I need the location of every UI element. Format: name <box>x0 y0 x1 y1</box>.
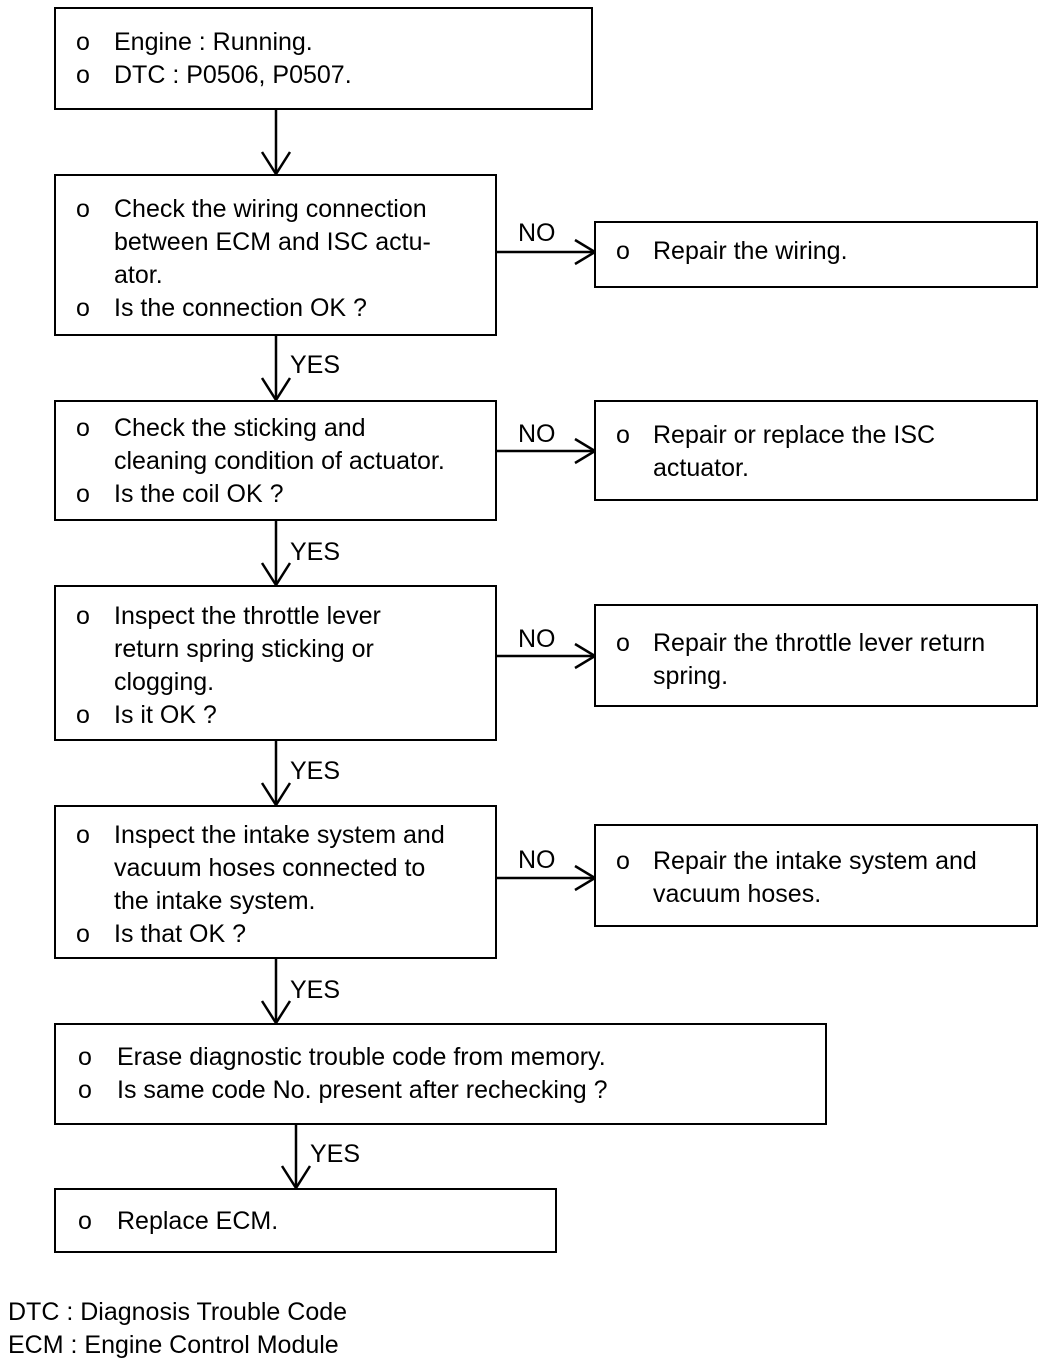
no-label: NO <box>518 219 556 247</box>
remedy-repair-wiring-box: o Repair the wiring. <box>594 221 1038 288</box>
yes-label: YES <box>290 538 341 566</box>
remedy-repair-spring-box: o Repair the throttle lever return sprin… <box>594 604 1038 707</box>
bullet-marker: o <box>76 294 90 322</box>
bullet-marker: o <box>76 920 90 948</box>
remedy-line: Repair the throttle lever return <box>653 629 986 657</box>
inspect-throttle-box: o Inspect the throttle lever return spri… <box>54 585 497 741</box>
check-wiring-line: between ECM and ISC actu- <box>114 228 431 256</box>
remedy-line: actuator. <box>653 454 749 482</box>
check-actuator-question: Is the coil OK ? <box>114 480 284 508</box>
bullet-marker: o <box>76 480 90 508</box>
check-actuator-line: Check the sticking and <box>114 414 366 442</box>
remedy-line: vacuum hoses. <box>653 880 822 908</box>
bullet-marker: o <box>616 629 630 657</box>
yes-label: YES <box>290 757 341 785</box>
condition-dtc: DTC : P0506, P0507. <box>114 61 352 89</box>
inspect-intake-line: vacuum hoses connected to <box>114 854 426 882</box>
start-conditions-box: o Engine : Running. o DTC : P0506, P0507… <box>54 7 593 110</box>
erase-dtc-question: Is same code No. present after recheckin… <box>117 1076 608 1104</box>
condition-engine: Engine : Running. <box>114 28 313 56</box>
check-wiring-box: o Check the wiring connection between EC… <box>54 174 497 336</box>
remedy-line: Repair the intake system and <box>653 847 977 875</box>
erase-dtc-box: o Erase diagnostic trouble code from mem… <box>54 1023 827 1125</box>
yes-label: YES <box>290 976 341 1004</box>
remedy-repair-intake-box: o Repair the intake system and vacuum ho… <box>594 824 1038 927</box>
remedy-replace-actuator-box: o Repair or replace the ISC actuator. <box>594 400 1038 501</box>
legend-ecm: ECM : Engine Control Module <box>8 1331 339 1359</box>
erase-dtc-line: Erase diagnostic trouble code from memor… <box>117 1043 606 1071</box>
inspect-throttle-line: clogging. <box>114 668 215 696</box>
bullet-marker: o <box>78 1076 92 1104</box>
no-label: NO <box>518 420 556 448</box>
inspect-intake-question: Is that OK ? <box>114 920 247 948</box>
no-label: NO <box>518 625 556 653</box>
bullet-marker: o <box>76 602 90 630</box>
remedy-line: spring. <box>653 662 729 690</box>
bullet-marker: o <box>76 414 90 442</box>
bullet-marker: o <box>76 701 90 729</box>
inspect-intake-box: o Inspect the intake system and vacuum h… <box>54 805 497 959</box>
yes-label: YES <box>310 1140 361 1168</box>
inspect-throttle-line: Inspect the throttle lever <box>114 602 381 630</box>
replace-ecm-box: o Replace ECM. <box>54 1188 557 1253</box>
inspect-intake-line: the intake system. <box>114 887 316 915</box>
no-label: NO <box>518 846 556 874</box>
bullet-marker: o <box>76 821 90 849</box>
inspect-throttle-question: Is it OK ? <box>114 701 217 729</box>
legend-dtc: DTC : Diagnosis Trouble Code <box>8 1298 348 1326</box>
bullet-marker: o <box>78 1207 92 1235</box>
inspect-throttle-line: return spring sticking or <box>114 635 374 663</box>
remedy-line: Repair or replace the ISC <box>653 421 936 449</box>
replace-ecm-line: Replace ECM. <box>117 1207 279 1235</box>
bullet-marker: o <box>76 28 90 56</box>
check-wiring-line: Check the wiring connection <box>114 195 427 223</box>
check-actuator-line: cleaning condition of actuator. <box>114 447 445 475</box>
check-wiring-question: Is the connection OK ? <box>114 294 367 322</box>
bullet-marker: o <box>616 847 630 875</box>
bullet-marker: o <box>76 61 90 89</box>
check-wiring-line: ator. <box>114 261 163 289</box>
bullet-marker: o <box>78 1043 92 1071</box>
remedy-line: Repair the wiring. <box>653 237 848 265</box>
bullet-marker: o <box>616 421 630 449</box>
inspect-intake-line: Inspect the intake system and <box>114 821 445 849</box>
yes-label: YES <box>290 351 341 379</box>
check-actuator-box: o Check the sticking and cleaning condit… <box>54 400 497 521</box>
bullet-marker: o <box>616 237 630 265</box>
bullet-marker: o <box>76 195 90 223</box>
